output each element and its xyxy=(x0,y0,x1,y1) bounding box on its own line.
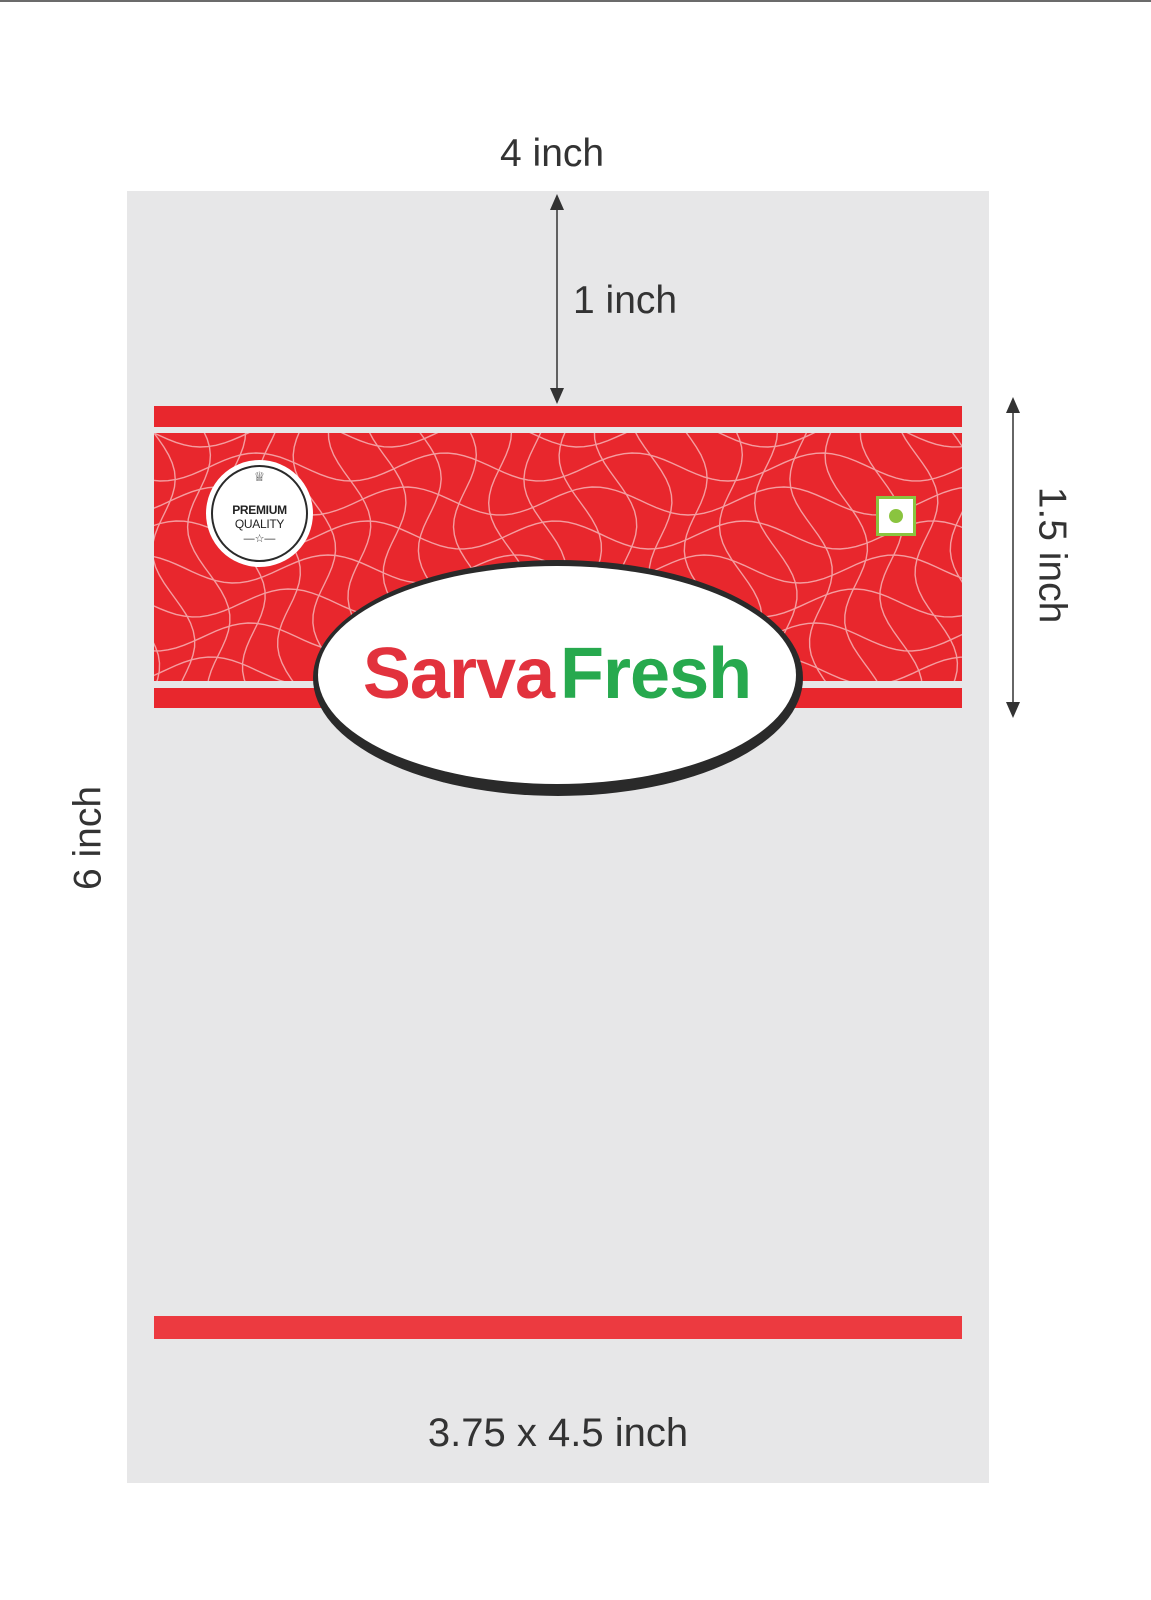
star-icon: —☆— xyxy=(243,533,276,545)
pattern-wave-horizontal xyxy=(154,452,962,482)
badge-text-premium: PREMIUM xyxy=(232,503,287,517)
badge-text-quality: QUALITY xyxy=(234,517,285,531)
pattern-wave-vertical xyxy=(859,433,923,681)
pattern-wave-vertical xyxy=(901,433,959,681)
top-gap-arrow-icon xyxy=(550,194,564,404)
brand-logo: SarvaFresh xyxy=(318,638,796,710)
top-border-line xyxy=(0,0,1151,2)
bottom-stripe xyxy=(154,1316,962,1339)
veg-mark-icon xyxy=(876,496,916,536)
top-gap-dimension-label: 1 inch xyxy=(573,279,678,322)
brand-name-sarva: Sarva xyxy=(362,634,555,714)
pattern-wave-vertical xyxy=(186,433,231,681)
pattern-wave-horizontal xyxy=(154,433,962,448)
brand-name-fresh: Fresh xyxy=(560,634,752,714)
pattern-wave-vertical xyxy=(292,433,346,681)
pattern-wave-vertical xyxy=(789,433,833,681)
band-top-stripe xyxy=(154,406,962,427)
badge-ring xyxy=(211,465,308,562)
premium-quality-badge: ♕ PREMIUM QUALITY —☆— xyxy=(206,460,313,567)
veg-dot xyxy=(889,509,903,523)
crown-icon: ♕ xyxy=(253,469,266,484)
pattern-wave-vertical xyxy=(949,433,962,584)
width-dimension-label: 4 inch xyxy=(500,132,605,175)
label-size-text: 3.75 x 4.5 inch xyxy=(427,1411,689,1455)
pattern-wave-vertical xyxy=(154,433,196,681)
pattern-wave-vertical xyxy=(824,433,878,681)
brand-oval xyxy=(318,566,796,784)
band-height-arrow-icon xyxy=(1006,397,1020,718)
